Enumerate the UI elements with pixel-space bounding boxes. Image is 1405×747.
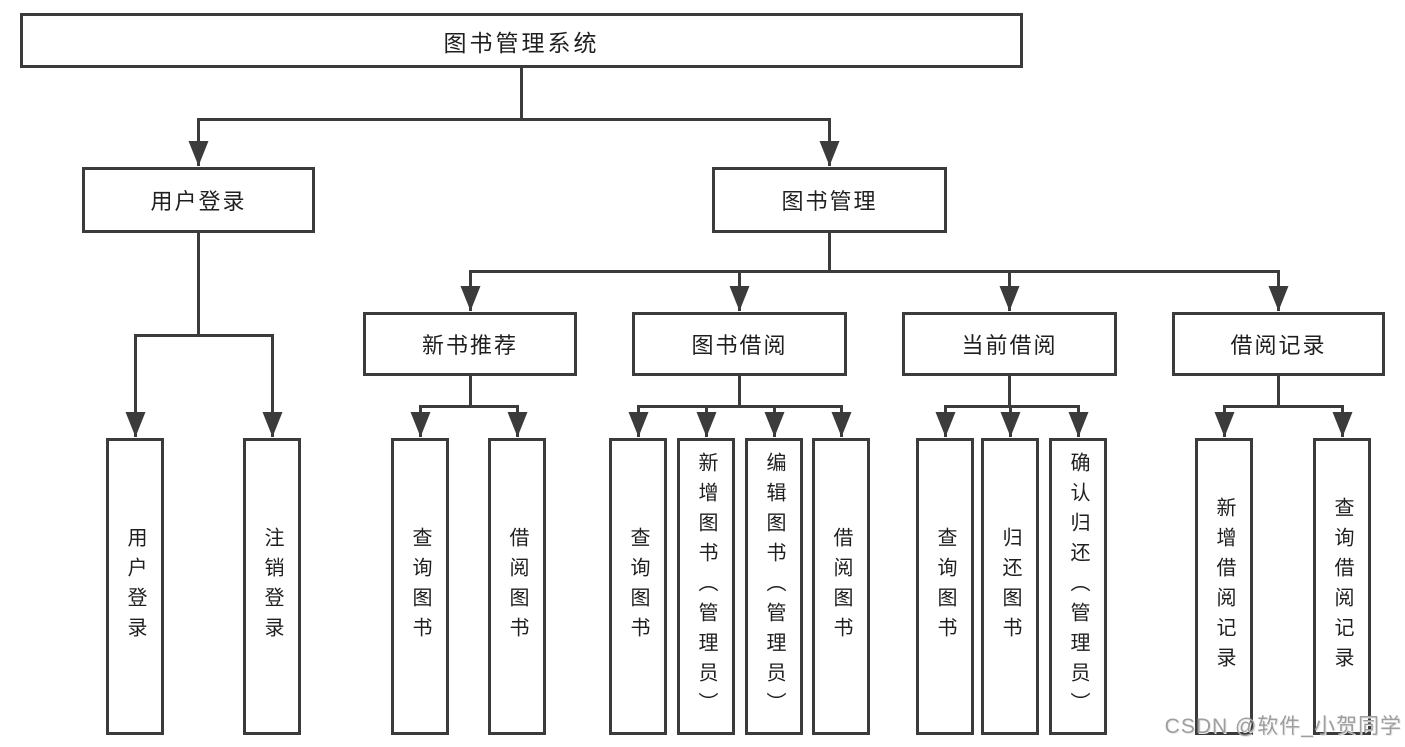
leaf-bb-borrow-book-label: 借阅图书 — [830, 526, 852, 647]
leaf-cb-query-book-label: 查询图书 — [934, 526, 956, 647]
leaf-nbr-borrow-book-label: 借阅图书 — [506, 526, 528, 647]
node-root-label: 图书管理系统 — [443, 29, 600, 56]
leaf-user-login: 用户登录 — [106, 438, 164, 735]
leaf-bb-query-book: 查询图书 — [609, 438, 667, 735]
csdn-watermark: CSDN @软件_小贺同学 — [1164, 715, 1402, 738]
node-book-borrow: 图书借阅 — [632, 312, 847, 376]
node-current-borrow: 当前借阅 — [902, 312, 1117, 376]
leaf-cb-confirm-return-admin: 确认归还（管理员） — [1049, 438, 1107, 735]
leaf-bb-query-book-label: 查询图书 — [627, 526, 649, 647]
leaf-bb-add-book-admin: 新增图书（管理员） — [677, 438, 735, 735]
leaf-nbr-query-book-label: 查询图书 — [409, 526, 431, 647]
leaf-user-login-label: 用户登录 — [124, 526, 146, 647]
leaf-br-query-record: 查询借阅记录 — [1313, 438, 1371, 735]
node-book-management-label: 图书管理 — [781, 189, 878, 214]
leaf-logout: 注销登录 — [243, 438, 301, 735]
node-root: 图书管理系统 — [20, 13, 1023, 68]
leaf-cb-query-book: 查询图书 — [916, 438, 974, 735]
leaf-nbr-borrow-book: 借阅图书 — [488, 438, 546, 735]
leaf-nbr-query-book: 查询图书 — [391, 438, 449, 735]
node-book-management: 图书管理 — [712, 167, 947, 233]
leaf-bb-borrow-book: 借阅图书 — [812, 438, 870, 735]
leaf-bb-edit-book-admin: 编辑图书（管理员） — [745, 438, 803, 735]
leaf-cb-return-book: 归还图书 — [981, 438, 1039, 735]
leaf-bb-add-book-admin-label: 新增图书（管理员） — [695, 451, 717, 722]
node-current-borrow-label: 当前借阅 — [961, 333, 1058, 358]
node-new-book-recommend-label: 新书推荐 — [421, 333, 518, 358]
leaf-br-add-record: 新增借阅记录 — [1195, 438, 1253, 735]
node-book-borrow-label: 图书借阅 — [691, 333, 788, 358]
leaf-cb-return-book-label: 归还图书 — [999, 526, 1021, 647]
node-user-login-label: 用户登录 — [150, 189, 247, 214]
leaf-logout-label: 注销登录 — [261, 526, 283, 647]
leaf-br-add-record-label: 新增借阅记录 — [1213, 496, 1235, 677]
leaf-br-query-record-label: 查询借阅记录 — [1331, 496, 1353, 677]
node-new-book-recommend: 新书推荐 — [363, 312, 577, 376]
leaf-bb-edit-book-admin-label: 编辑图书（管理员） — [763, 451, 785, 722]
node-borrow-records: 借阅记录 — [1172, 312, 1385, 376]
leaf-cb-confirm-return-admin-label: 确认归还（管理员） — [1067, 451, 1089, 722]
node-borrow-records-label: 借阅记录 — [1230, 333, 1327, 358]
node-user-login: 用户登录 — [82, 167, 315, 233]
